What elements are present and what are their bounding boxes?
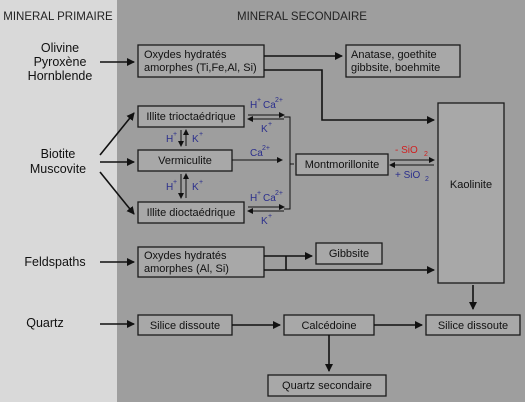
svg-text:K: K: [261, 216, 268, 227]
ions-illite-di: H + Ca 2+ K +: [250, 190, 283, 227]
svg-text:K: K: [261, 124, 268, 135]
svg-text:+: +: [173, 131, 177, 138]
box-vermiculite: Vermiculite: [137, 149, 233, 172]
svg-text:2+: 2+: [275, 190, 283, 197]
svg-text:+: +: [173, 179, 177, 186]
svg-text:amorphes (Ti,Fe,Al, Si): amorphes (Ti,Fe,Al, Si): [144, 62, 257, 74]
svg-text:+: +: [199, 179, 203, 186]
mineral-biotite: Biotite: [41, 147, 76, 161]
svg-text:Calcédoine: Calcédoine: [301, 320, 356, 332]
svg-text:K: K: [192, 134, 199, 145]
box-silice-dissoute-1: Silice dissoute: [137, 314, 233, 336]
box-silice-dissoute-2: Silice dissoute: [425, 314, 521, 336]
header-primary: MINERAL PRIMAIRE: [3, 11, 113, 23]
svg-text:2+: 2+: [262, 145, 270, 152]
svg-text:2+: 2+: [275, 97, 283, 104]
svg-text:Ca: Ca: [263, 193, 276, 204]
ions-minus-sio2: - SiO 2: [395, 145, 428, 158]
arrow-biotite-to-illite-tri: [99, 112, 135, 156]
box-anatase: Anatase, goethite gibbsite, boehmite: [345, 44, 461, 78]
mineral-hornblende: Hornblende: [28, 69, 93, 83]
header-secondary: MINERAL SECONDAIRE: [237, 11, 367, 23]
svg-text:+: +: [268, 213, 272, 220]
svg-text:+ SiO: + SiO: [395, 170, 421, 181]
svg-text:Ca: Ca: [263, 100, 276, 111]
ions-vertical-bottom: H + K +: [166, 179, 203, 193]
svg-text:Oxydes hydratés: Oxydes hydratés: [144, 250, 227, 262]
ions-illite-tri-top: H + Ca 2+ K +: [250, 97, 283, 135]
box-illite-trioctaedrique: Illite trioctaédrique: [137, 105, 245, 128]
box-quartz-secondaire: Quartz secondaire: [267, 374, 387, 397]
ions-vertical-top: H + K +: [166, 131, 203, 145]
box-illite-dioctaedrique: Illite dioctaédrique: [137, 201, 245, 224]
svg-text:Gibbsite: Gibbsite: [329, 248, 369, 260]
svg-text:H: H: [166, 182, 173, 193]
ions-plus-sio2: + SiO 2: [395, 170, 429, 183]
svg-text:2: 2: [424, 151, 428, 158]
svg-text:Oxydes hydratés: Oxydes hydratés: [144, 49, 227, 61]
bracket-to-montmorillonite: [284, 116, 291, 210]
box-montmorillonite: Montmorillonite: [295, 153, 389, 176]
svg-text:amorphes (Al, Si): amorphes (Al, Si): [144, 263, 229, 275]
svg-text:+: +: [199, 131, 203, 138]
svg-text:Ca: Ca: [250, 148, 263, 159]
svg-text:Silice dissoute: Silice dissoute: [150, 320, 220, 332]
mineral-muscovite: Muscovite: [30, 162, 86, 176]
svg-text:Quartz secondaire: Quartz secondaire: [282, 380, 372, 392]
svg-text:Illite trioctaédrique: Illite trioctaédrique: [146, 111, 235, 123]
svg-text:Illite dioctaédrique: Illite dioctaédrique: [147, 207, 236, 219]
box-oxydes-al: Oxydes hydratés amorphes (Al, Si): [137, 246, 265, 278]
svg-text:+: +: [268, 121, 272, 128]
box-gibbsite: Gibbsite: [315, 242, 383, 265]
box-oxydes-ti: Oxydes hydratés amorphes (Ti,Fe,Al, Si): [137, 44, 265, 78]
svg-text:Montmorillonite: Montmorillonite: [305, 159, 380, 171]
svg-text:Silice dissoute: Silice dissoute: [438, 320, 508, 332]
box-calcedoine: Calcédoine: [283, 314, 375, 336]
mineral-olivine: Olivine: [41, 41, 79, 55]
mineral-quartz: Quartz: [26, 316, 64, 330]
svg-text:H: H: [250, 193, 257, 204]
primary-mineral-panel: [0, 0, 117, 402]
arrow-oxydes-to-kaolinite: [264, 69, 435, 124]
svg-text:+: +: [257, 190, 261, 197]
svg-text:gibbsite, boehmite: gibbsite, boehmite: [351, 62, 440, 74]
mineral-pyroxene: Pyroxène: [34, 55, 87, 69]
box-kaolinite: Kaolinite: [437, 102, 505, 284]
arrow-biotite-to-illite-di: [99, 171, 135, 215]
svg-text:H: H: [250, 100, 257, 111]
ions-vermiculite-ca: Ca 2+: [250, 145, 270, 159]
svg-text:Kaolinite: Kaolinite: [450, 179, 492, 191]
svg-text:H: H: [166, 134, 173, 145]
svg-text:Anatase, goethite: Anatase, goethite: [351, 49, 437, 61]
mineral-feldspaths: Feldspaths: [24, 255, 85, 269]
svg-text:K: K: [192, 182, 199, 193]
svg-text:Vermiculite: Vermiculite: [158, 155, 212, 167]
svg-text:+: +: [257, 97, 261, 104]
svg-text:2: 2: [425, 176, 429, 183]
svg-text:- SiO: - SiO: [395, 145, 418, 156]
